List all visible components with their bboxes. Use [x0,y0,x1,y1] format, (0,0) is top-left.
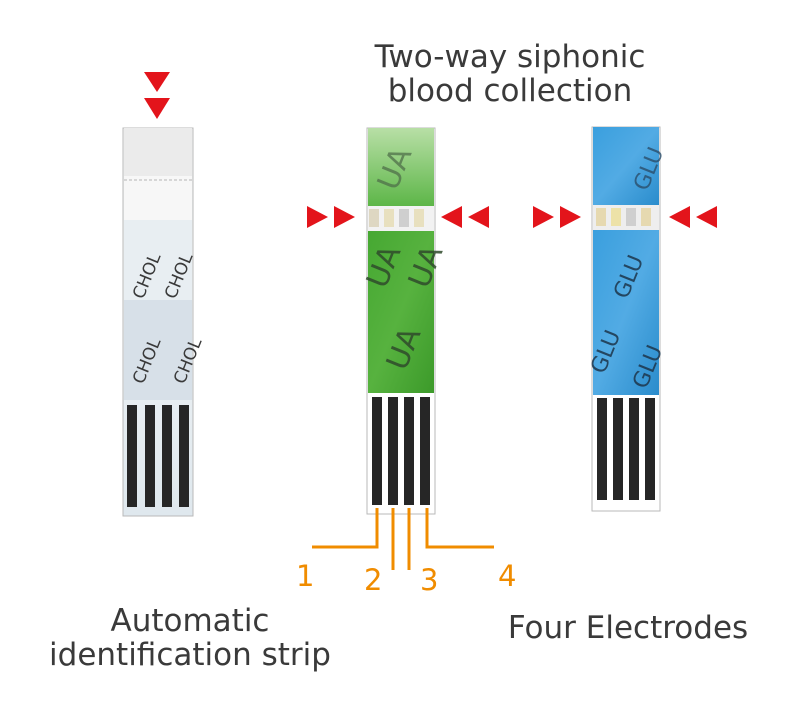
arrow-down-icon [144,98,170,119]
caption-line: blood collection [387,73,633,109]
strip-glu: GLU GLU GLU GLU [586,126,669,512]
arrow-right-icon [533,206,554,228]
strip-ua-electrodes [372,397,430,505]
arrow-right-icon [560,206,581,228]
electrode-number-3: 3 [420,563,439,597]
electrode-number-1: 1 [296,559,315,593]
caption-four-electrodes: Four Electrodes [478,611,778,645]
strip-ua: UA UA UA UA [360,127,451,515]
caption-automatic-identification: Automatic identification strip [10,604,370,672]
caption-two-way-siphonic: Two-way siphonic blood collection [300,40,720,108]
electrode-number-4: 4 [498,559,517,593]
arrow-down-icon [144,72,170,92]
caption-line: Automatic [110,603,270,639]
caption-line: Two-way siphonic [374,39,646,75]
arrow-left-icon [669,206,690,228]
strip-glu-electrodes [597,398,655,500]
strip-chol: CHOL CHOL CHOL CHOL [122,127,207,517]
strip-chol-electrodes [127,405,189,507]
arrow-right-icon [334,206,355,228]
arrow-left-icon [696,206,717,228]
caption-line: identification strip [49,637,331,673]
caption-line: Four Electrodes [507,610,749,646]
arrow-right-icon [307,206,328,228]
arrow-left-icon [468,206,489,228]
electrode-number-2: 2 [364,563,383,597]
arrow-left-icon [441,206,462,228]
electrode-leaders [312,508,494,570]
